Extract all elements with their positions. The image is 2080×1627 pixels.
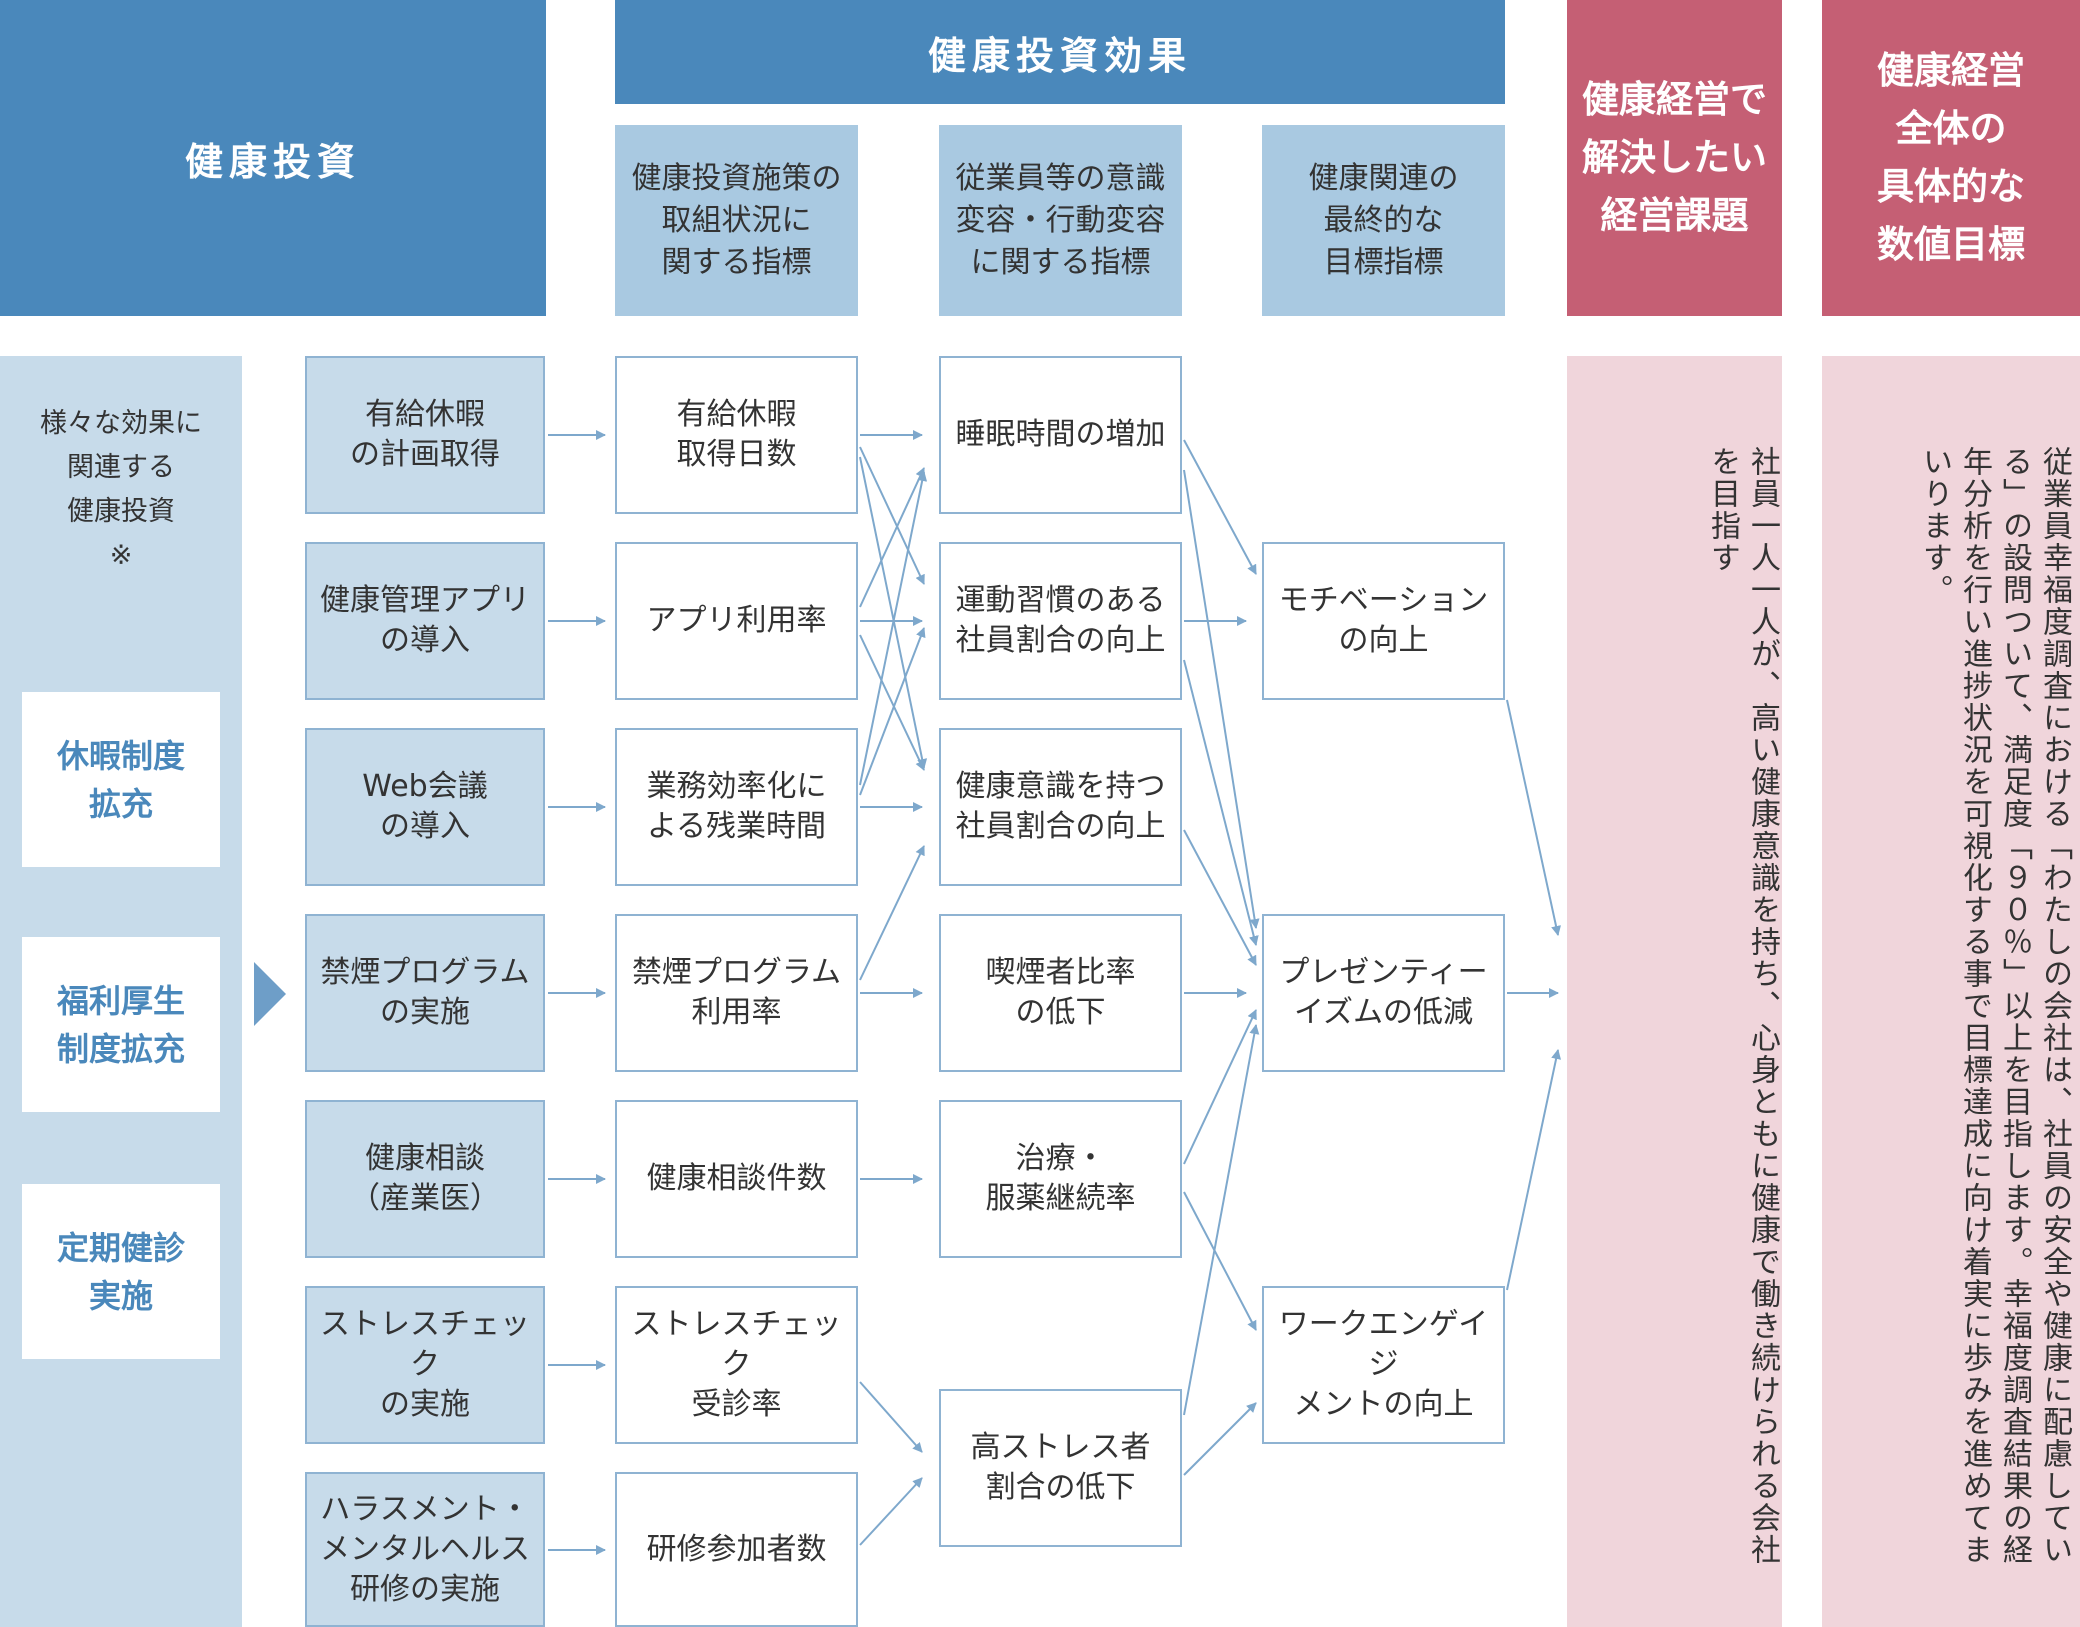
flow-arrow — [1183, 1191, 1257, 1331]
flow-arrow — [1183, 1402, 1257, 1476]
flow-arrow — [859, 1381, 923, 1453]
investment-box: Web会議 の導入 — [305, 728, 545, 886]
flow-arrow — [1506, 699, 1561, 936]
behavior-indicator-box: 健康意識を持つ 社員割合の向上 — [939, 728, 1182, 886]
header-investment-effect: 健康投資効果 — [615, 0, 1505, 104]
initiative-indicator-box: アプリ利用率 — [615, 542, 858, 700]
initiative-indicator-box: 有給休暇 取得日数 — [615, 356, 858, 514]
final-indicator-box: ワークエンゲイジ メントの向上 — [1262, 1286, 1505, 1444]
flow-arrow — [859, 446, 925, 585]
behavior-indicator-box: 治療・ 服薬継続率 — [939, 1100, 1182, 1258]
flow-arrow — [859, 627, 926, 796]
header-management-issue: 健康経営で 解決したい 経営課題 — [1567, 0, 1782, 316]
investment-box: 禁煙プログラム の実施 — [305, 914, 545, 1072]
investment-box: ストレスチェック の実施 — [305, 1286, 545, 1444]
behavior-indicator-box: 高ストレス者 割合の低下 — [939, 1389, 1182, 1547]
category-welfare-system: 福利厚生 制度拡充 — [22, 937, 220, 1112]
flow-arrow — [1183, 659, 1259, 946]
header-numeric-target: 健康経営 全体の 具体的な 数値目標 — [1822, 0, 2080, 316]
header-health-investment-label: 健康投資 — [184, 139, 361, 184]
investment-box: 健康管理アプリ の導入 — [305, 542, 545, 700]
numeric-target-text: 従業員幸福度調査における「わたしの会社は、社員の安全や健康に配慮している」の設問… — [1917, 446, 2072, 1566]
flow-arrow — [859, 845, 925, 981]
behavior-indicator-box: 睡眠時間の増加 — [939, 356, 1182, 514]
flow-arrow — [859, 634, 925, 771]
header-health-investment: 健康投資 — [0, 0, 546, 316]
final-indicator-box: モチベーション の向上 — [1262, 542, 1505, 700]
investment-box: 有給休暇 の計画取得 — [305, 356, 545, 514]
investment-box: ハラスメント・ メンタルヘルス 研修の実施 — [305, 1472, 545, 1627]
initiative-indicator-box: 研修参加者数 — [615, 1472, 858, 1627]
flow-arrow — [859, 471, 928, 786]
management-issue-panel: 社員一人一人が、高い健康意識を持ち、心身ともに健康で働き続けられる会社を目指す — [1567, 356, 1782, 1627]
behavior-indicator-box: 運動習慣のある 社員割合の向上 — [939, 542, 1182, 700]
final-indicator-box: プレゼンティー イズムの低減 — [1262, 914, 1505, 1072]
header-behavior-indicators: 従業員等の意識 変容・行動変容 に関する指標 — [939, 125, 1182, 316]
left-panel-intro: 様々な効果に 関連する 健康投資 ※ — [40, 408, 202, 571]
category-leave-system: 休暇制度 拡充 — [22, 692, 220, 867]
flow-arrow — [1183, 1009, 1257, 1165]
management-issue-text: 社員一人一人が、高い健康意識を持ち、心身ともに健康で働き続けられる会社を目指す — [1705, 446, 1780, 1566]
header-investment-effect-label: 健康投資効果 — [927, 33, 1192, 78]
flow-arrow — [1183, 829, 1257, 966]
triangle-arrow-icon — [254, 962, 286, 1026]
header-final-indicators: 健康関連の 最終的な 目標指標 — [1262, 125, 1505, 316]
category-health-checkup: 定期健診 実施 — [22, 1184, 220, 1359]
flow-arrow — [1183, 469, 1260, 929]
flow-arrow — [1183, 439, 1257, 575]
flow-arrow — [1506, 1049, 1562, 1291]
investment-box: 健康相談 （産業医） — [305, 1100, 545, 1258]
initiative-indicator-box: ストレスチェック 受診率 — [615, 1286, 858, 1444]
initiative-indicator-box: 禁煙プログラム 利用率 — [615, 914, 858, 1072]
flow-arrow — [859, 467, 925, 608]
flow-arrow — [1183, 1024, 1260, 1416]
behavior-indicator-box: 喫煙者比率 の低下 — [939, 914, 1182, 1072]
initiative-indicator-box: 健康相談件数 — [615, 1100, 858, 1258]
flow-arrow — [859, 1477, 923, 1546]
header-initiative-indicators: 健康投資施策の 取組状況に 関する指標 — [615, 125, 858, 316]
initiative-indicator-box: 業務効率化に よる残業時間 — [615, 728, 858, 886]
numeric-target-panel: 従業員幸福度調査における「わたしの会社は、社員の安全や健康に配慮している」の設問… — [1822, 356, 2080, 1627]
flow-arrow — [859, 456, 928, 769]
